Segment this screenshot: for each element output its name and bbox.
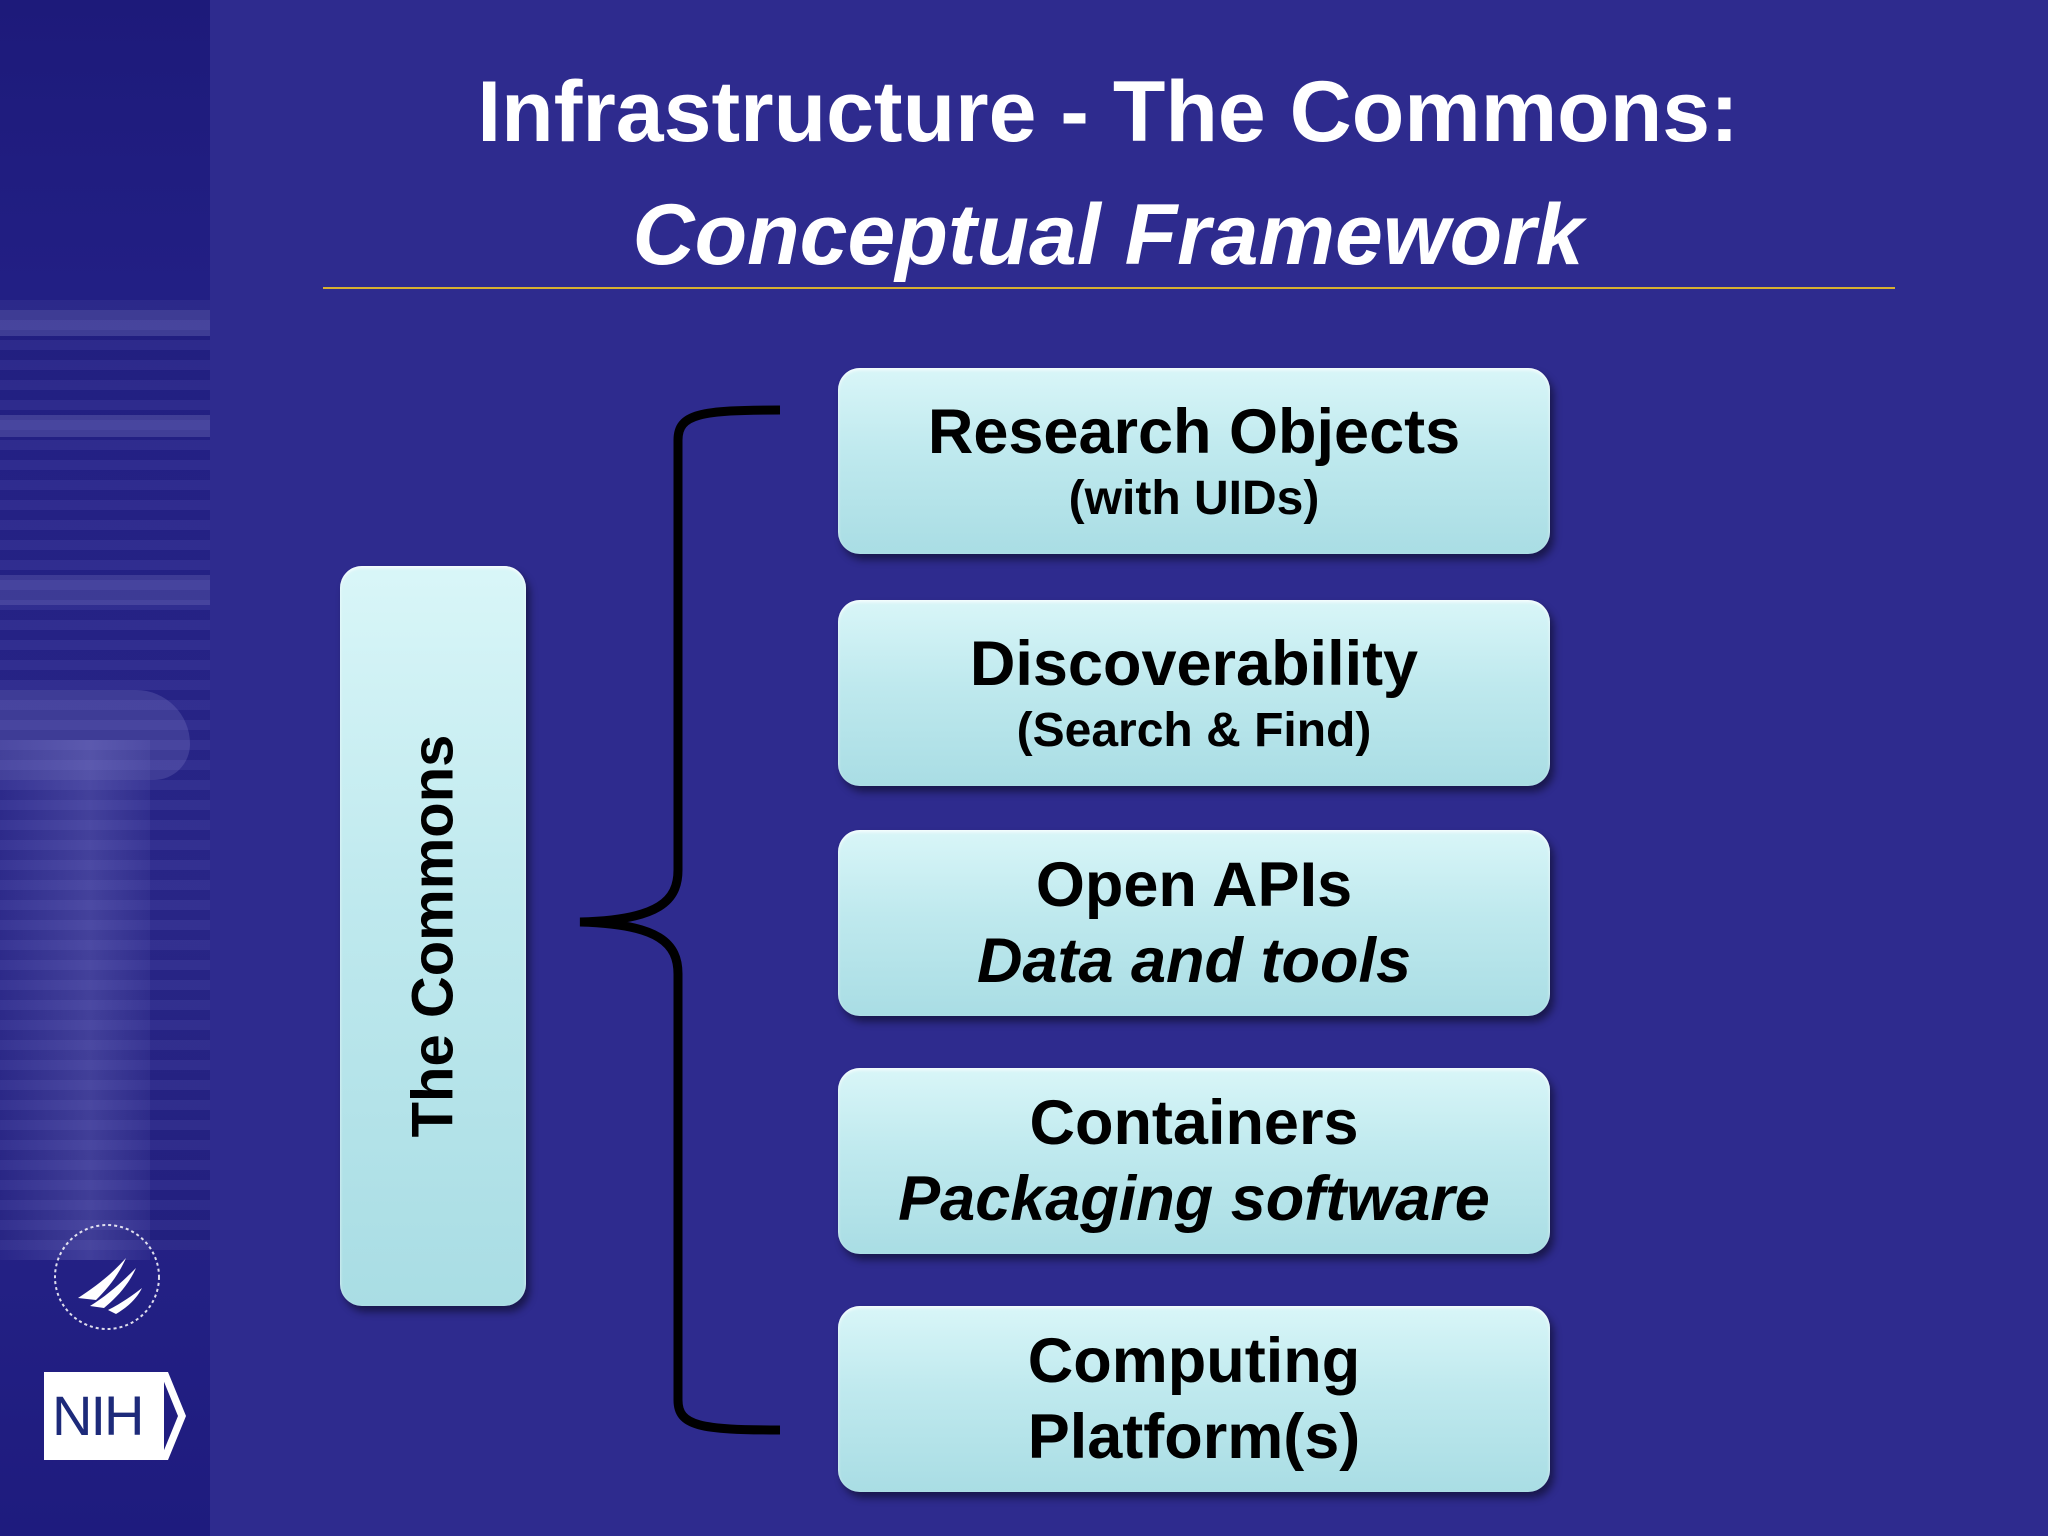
hhs-seal-icon [54, 1224, 160, 1330]
box-subtitle: Data and tools [976, 926, 1412, 996]
box-title: Research Objects [927, 397, 1461, 467]
framework-box-open-apis: Open APIs Data and tools [838, 830, 1550, 1016]
nih-logo-box: NIH [44, 1372, 164, 1460]
slide-title: Infrastructure - The Commons: [477, 64, 1739, 160]
framework-box-research-objects: Research Objects (with UIDs) [838, 368, 1550, 554]
box-title: Discoverability [969, 629, 1419, 699]
title-divider [323, 287, 1895, 289]
building-texture [0, 300, 210, 1250]
box-subtitle: Packaging software [898, 1164, 1490, 1234]
box-title: Open APIs [1035, 850, 1353, 920]
sidebar-building-image [0, 0, 210, 1536]
cornice-band [0, 575, 210, 605]
nih-logo: NIH [44, 1372, 186, 1462]
commons-label: The Commons [400, 734, 466, 1138]
framework-box-containers: Containers Packaging software [838, 1068, 1550, 1254]
slide-subtitle: Conceptual Framework [632, 187, 1584, 283]
curly-brace-icon [579, 405, 781, 1435]
cornice-band [0, 310, 210, 336]
nih-logo-text: NIH [52, 1384, 144, 1447]
framework-box-discoverability: Discoverability (Search & Find) [838, 600, 1550, 786]
cornice-band [0, 415, 210, 437]
column-capital [0, 690, 190, 780]
framework-box-computing-platforms: Computing Platform(s) [838, 1306, 1550, 1492]
box-subtitle: (Search & Find) [1016, 704, 1372, 757]
nih-chevron-icon [160, 1372, 186, 1460]
box-subtitle: (with UIDs) [1068, 472, 1320, 525]
box-title: Computing [1027, 1326, 1361, 1396]
column-shaft [0, 740, 150, 1260]
box-title: Containers [1029, 1088, 1359, 1158]
box-subtitle: Platform(s) [1027, 1402, 1361, 1472]
commons-box: The Commons [340, 566, 526, 1306]
